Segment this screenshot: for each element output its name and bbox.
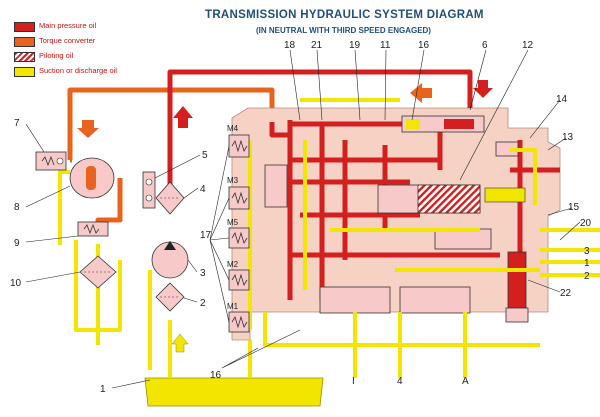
clutch-label: M2 bbox=[227, 260, 239, 269]
legend-label: Piloting oil bbox=[39, 51, 74, 60]
clutch-block-m1: M1 bbox=[227, 302, 250, 333]
down-arrow-orange-icon bbox=[77, 120, 99, 138]
flow-arrow-icon bbox=[473, 80, 493, 98]
spring-icon bbox=[231, 139, 248, 153]
valve-5-icon bbox=[142, 171, 156, 209]
legend-swatch-piloting-oil bbox=[14, 52, 35, 62]
callout-2-right: 2 bbox=[584, 271, 590, 282]
legend-label: Suction or discharge oil bbox=[39, 66, 117, 75]
filter-icon bbox=[155, 282, 185, 312]
clutch-label: M5 bbox=[227, 218, 239, 227]
torque-converter-icon bbox=[69, 157, 115, 199]
callout-8: 8 bbox=[14, 202, 20, 213]
callout-4: 4 bbox=[200, 184, 206, 195]
clutch-label: M1 bbox=[227, 302, 239, 311]
callout-11: 11 bbox=[380, 40, 391, 51]
flow-arrow-icon bbox=[173, 106, 193, 128]
callout-21: 21 bbox=[311, 40, 323, 51]
clutch-block-m3: M3 bbox=[227, 176, 250, 210]
spring-icon bbox=[231, 315, 248, 329]
main-pressure-circuit bbox=[167, 69, 560, 300]
callout-leaders bbox=[25, 49, 581, 389]
callout-9: 9 bbox=[14, 238, 20, 249]
callout-22: 22 bbox=[560, 288, 572, 299]
filter-icon bbox=[79, 255, 117, 289]
callout-18: 18 bbox=[284, 40, 296, 51]
legend-label: Main pressure oil bbox=[39, 21, 97, 30]
bottom-port-labels: I 4 A bbox=[352, 376, 469, 387]
callout-7: 7 bbox=[14, 118, 20, 129]
suction-circuit bbox=[58, 98, 600, 378]
control-valve-group bbox=[264, 115, 529, 323]
callout-16-bottom: 16 bbox=[210, 370, 222, 381]
spring-icon bbox=[231, 231, 248, 245]
callout-10: 10 bbox=[10, 278, 22, 289]
legend-swatch-suction bbox=[14, 67, 35, 77]
callout-17: 17 bbox=[200, 230, 212, 241]
callout-15: 15 bbox=[568, 202, 580, 213]
legend-label: Torque converter bbox=[39, 36, 96, 45]
port-label-4: 4 bbox=[397, 376, 403, 387]
callout-2-left: 2 bbox=[200, 298, 206, 309]
callout-14: 14 bbox=[556, 94, 568, 105]
callout-16-top: 16 bbox=[418, 40, 430, 51]
flow-arrow-icon bbox=[171, 333, 189, 353]
oil-sump bbox=[144, 377, 324, 407]
filter-icon bbox=[155, 181, 185, 215]
callout-20: 20 bbox=[580, 218, 592, 229]
pump-icon bbox=[151, 241, 189, 279]
callout-1-left: 1 bbox=[100, 384, 106, 395]
spring-icon bbox=[231, 191, 248, 205]
valve-7-icon bbox=[35, 151, 67, 171]
clutch-block-m2: M2 bbox=[227, 260, 250, 291]
callout-1-right: 1 bbox=[584, 258, 590, 269]
callout-19: 19 bbox=[349, 40, 361, 51]
diagram-title: TRANSMISSION HYDRAULIC SYSTEM DIAGRAM bbox=[205, 9, 484, 21]
callout-6: 6 bbox=[482, 40, 488, 51]
callout-12: 12 bbox=[522, 40, 534, 51]
callout-5: 5 bbox=[202, 150, 208, 161]
flow-arrow-icon bbox=[410, 83, 432, 103]
callout-13: 13 bbox=[562, 132, 574, 143]
callout-3-right: 3 bbox=[584, 246, 590, 257]
diagram-subtitle: (IN NEUTRAL WITH THIRD SPEED ENGAGED) bbox=[256, 26, 431, 35]
clutch-label: M3 bbox=[227, 176, 239, 185]
valve-9-icon bbox=[77, 221, 109, 237]
clutch-label: M4 bbox=[227, 124, 239, 133]
callout-3-left: 3 bbox=[200, 268, 206, 279]
spring-icon bbox=[231, 273, 248, 287]
legend-swatch-torque-converter bbox=[14, 37, 35, 47]
legend-swatch-main-pressure bbox=[14, 22, 35, 32]
port-label-a: A bbox=[462, 376, 469, 387]
port-label-i: I bbox=[352, 376, 355, 387]
callout-numbers: 7 8 9 10 1 5 4 3 2 17 16 18 21 19 11 16 … bbox=[10, 40, 592, 395]
